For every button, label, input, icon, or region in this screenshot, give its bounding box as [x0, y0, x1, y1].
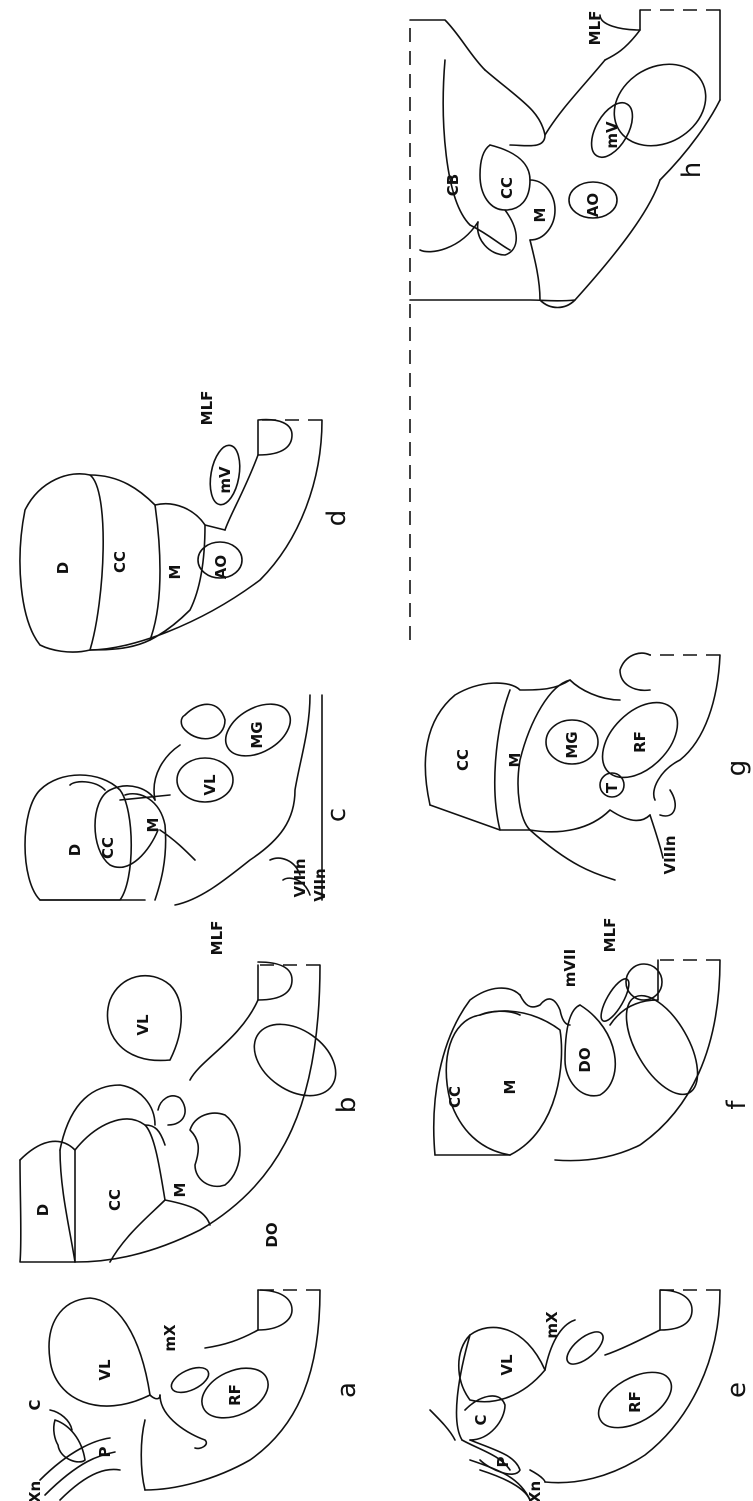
- label-a-vl: VL: [96, 1359, 114, 1381]
- label-a-p: P: [96, 1447, 114, 1458]
- label-c-viin: VIIn: [311, 868, 329, 901]
- panel-label-a: a: [332, 1382, 362, 1398]
- label-f-cc: CC: [446, 1086, 464, 1108]
- label-e-xn: Xn: [526, 1481, 544, 1501]
- label-g-cc: CC: [454, 749, 472, 771]
- panel-label-h: h: [677, 162, 707, 178]
- label-e-rf: RF: [626, 1391, 644, 1413]
- label-f-m: M: [501, 1080, 519, 1095]
- label-a-rf: RF: [226, 1384, 244, 1406]
- label-f-mvii: mVII: [561, 949, 579, 987]
- label-c-vl: VL: [201, 774, 219, 796]
- label-e-vl: VL: [498, 1354, 516, 1376]
- label-e-mx: mX: [543, 1311, 561, 1339]
- panel-label-g: g: [722, 760, 752, 777]
- label-a-xn: Xn: [26, 1481, 44, 1501]
- label-g-mg: MG: [563, 731, 581, 758]
- label-h-mlf: MLF: [586, 11, 604, 46]
- label-g-rf: RF: [631, 731, 649, 753]
- label-c-cc: CC: [99, 837, 117, 859]
- panel-label-b: b: [332, 1097, 362, 1114]
- label-g-t: T: [603, 782, 621, 793]
- label-e-p: P: [494, 1457, 512, 1468]
- label-d-d: D: [54, 562, 72, 574]
- label-h-mv: mV: [603, 121, 621, 149]
- label-b-d: D: [34, 1204, 52, 1216]
- label-b-m: M: [171, 1183, 189, 1198]
- label-f-mlf: MLF: [601, 918, 619, 953]
- label-d-mv: mV: [216, 466, 234, 494]
- label-a-c: C: [26, 1399, 44, 1410]
- label-b-mlf: MLF: [208, 921, 226, 956]
- label-c-viiin: VIIIn: [291, 858, 309, 897]
- panel-label-c: c: [322, 808, 352, 822]
- label-h-m: M: [531, 208, 549, 223]
- label-b-cc: CC: [106, 1189, 124, 1211]
- label-b-vl: VL: [134, 1014, 152, 1036]
- label-d-ao: AO: [212, 555, 230, 579]
- panel-label-d: d: [322, 510, 352, 527]
- label-b-do: DO: [263, 1222, 281, 1247]
- label-c-d: D: [66, 844, 84, 856]
- label-g-viiin: VIIIn: [661, 835, 679, 874]
- panel-label-f: f: [722, 1100, 752, 1110]
- label-f-do: DO: [576, 1047, 594, 1072]
- label-d-cc: CC: [111, 551, 129, 573]
- label-h-cb: CB: [444, 174, 462, 196]
- label-h-ao: AO: [584, 193, 602, 217]
- label-h-cc: CC: [498, 177, 516, 199]
- label-d-mlf: MLF: [198, 391, 216, 426]
- label-c-mg: MG: [248, 721, 266, 748]
- label-d-m: M: [166, 565, 184, 580]
- panel-label-e: e: [722, 1382, 752, 1398]
- label-a-mx: mX: [161, 1324, 179, 1352]
- label-c-m: M: [144, 818, 162, 833]
- label-e-c: C: [472, 1414, 490, 1425]
- label-g-m: M: [506, 753, 524, 768]
